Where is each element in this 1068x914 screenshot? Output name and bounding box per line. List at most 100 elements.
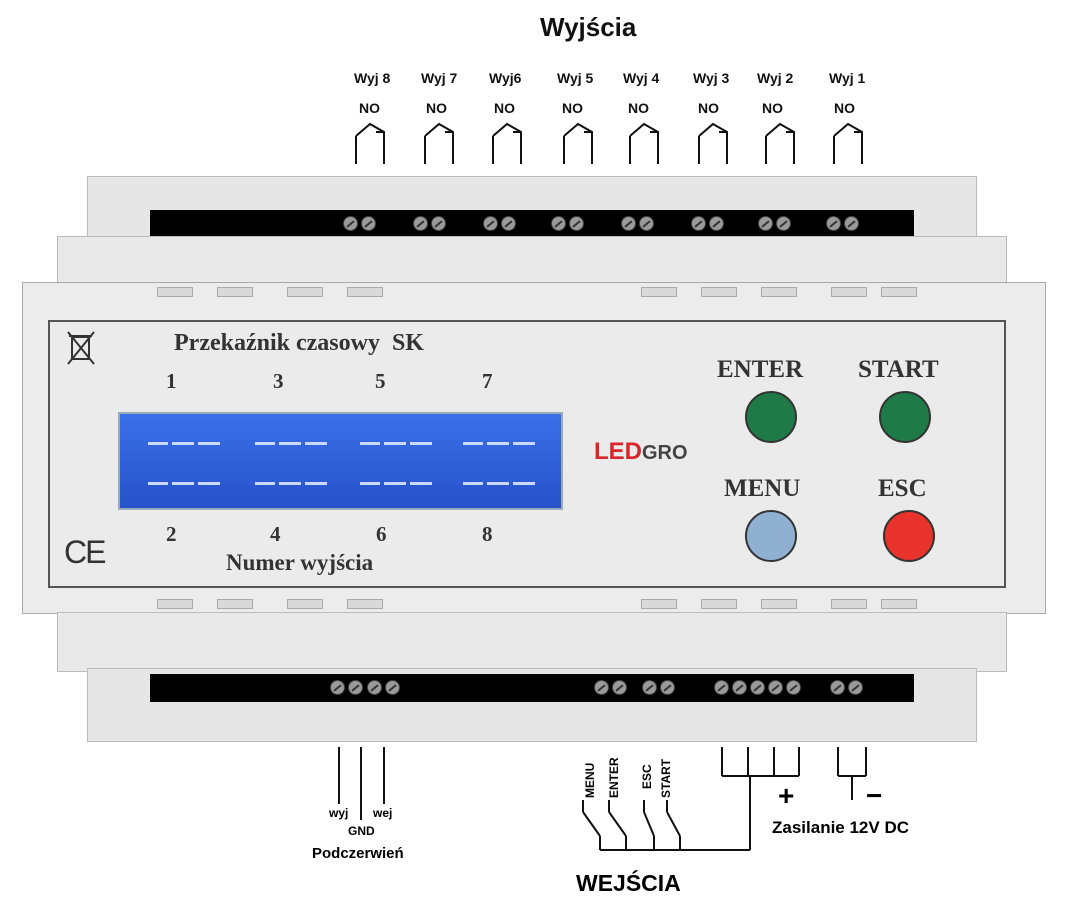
housing-slot: [347, 599, 383, 609]
brand-gro: GRO: [642, 442, 688, 464]
menu-button[interactable]: [745, 510, 797, 562]
terminal-screw: [501, 216, 516, 231]
housing-slot: [641, 287, 677, 297]
relay-contact: [563, 122, 593, 164]
terminal-screw: [750, 680, 765, 695]
housing-slot: [761, 599, 797, 609]
housing-slot: [881, 599, 917, 609]
terminal-screw: [758, 216, 773, 231]
terminal-screw: [844, 216, 859, 231]
terminal-screw: [594, 680, 609, 695]
terminal-screw: [385, 680, 400, 695]
output-label: Wyj 1: [829, 70, 866, 86]
housing-slot: [831, 599, 867, 609]
lcd-segment: [148, 442, 168, 445]
lcd-segment: [384, 482, 406, 485]
lcd-segment: [255, 482, 275, 485]
output-number: 3: [273, 369, 284, 393]
housing-slot: [831, 287, 867, 297]
inputs-title: WEJŚCIA: [576, 870, 681, 896]
input-label-esc: ESC: [640, 764, 654, 789]
lcd-segment: [463, 482, 483, 485]
output-state: NO: [359, 100, 380, 116]
lcd-segment: [513, 482, 535, 485]
lcd-segment: [279, 442, 301, 445]
terminal-screw: [768, 680, 783, 695]
terminal-screw: [714, 680, 729, 695]
lcd-segment: [279, 482, 301, 485]
ir-gnd-label: GND: [348, 824, 375, 838]
output-state: NO: [426, 100, 447, 116]
enter-button[interactable]: [745, 391, 797, 443]
device-title: Przekaźnik czasowy SK: [174, 330, 424, 356]
housing-slot: [157, 599, 193, 609]
relay-contact: [629, 122, 659, 164]
ce-mark: CE: [64, 534, 106, 570]
input-label-start: START: [659, 758, 673, 798]
lcd-segment: [305, 442, 327, 445]
brand-led: LED: [594, 438, 642, 465]
upper-terminal-strip: [150, 210, 914, 238]
output-number: 1: [166, 369, 177, 393]
lcd-segment: [487, 482, 509, 485]
middle-body: [57, 236, 1007, 290]
lcd-segment: [148, 482, 168, 485]
lcd-segment: [255, 442, 275, 445]
output-number: 2: [166, 522, 177, 546]
lcd-segment: [360, 442, 380, 445]
minus-sign: −: [866, 780, 883, 811]
terminal-screw: [621, 216, 636, 231]
terminal-screw: [660, 680, 675, 695]
output-number: 6: [376, 522, 387, 546]
relay-contact: [492, 122, 522, 164]
output-number: 5: [375, 369, 386, 393]
output-state: NO: [628, 100, 649, 116]
terminal-screw: [343, 216, 358, 231]
housing-slot: [641, 599, 677, 609]
terminal-screw: [642, 680, 657, 695]
housing-slot: [701, 287, 737, 297]
lcd-segment: [198, 442, 220, 445]
output-number: 8: [482, 522, 493, 546]
esc-button[interactable]: [883, 510, 935, 562]
terminal-screw: [431, 216, 446, 231]
lcd-segment: [360, 482, 380, 485]
output-label: Wyj 2: [757, 70, 794, 86]
ir-title: Podczerwień: [312, 845, 404, 862]
relay-contacts: [355, 122, 863, 164]
ir-wej-label: wej: [373, 806, 393, 820]
lcd-segment: [305, 482, 327, 485]
lcd-segment: [410, 482, 432, 485]
terminal-screw: [483, 216, 498, 231]
power-label: Zasilanie 12V DC: [772, 818, 910, 837]
input-label-menu: MENU: [583, 762, 597, 798]
lcd-segment: [198, 482, 220, 485]
housing-slot: [701, 599, 737, 609]
lcd-segment: [172, 482, 194, 485]
plus-sign: +: [778, 780, 795, 811]
output-label: Wyj 7: [421, 70, 458, 86]
terminal-screw: [830, 680, 845, 695]
lcd-display: [118, 412, 563, 510]
start-button[interactable]: [879, 391, 931, 443]
output-state: NO: [834, 100, 855, 116]
terminal-screw: [413, 216, 428, 231]
relay-contact: [698, 122, 728, 164]
housing-slot: [347, 287, 383, 297]
ir-wyj-label: wyj: [329, 806, 349, 820]
lower-middle-body: [57, 612, 1007, 672]
relay-contact: [355, 122, 385, 164]
housing-slot: [217, 287, 253, 297]
terminal-screw: [848, 680, 863, 695]
housing-slot: [157, 287, 193, 297]
housing-slot: [881, 287, 917, 297]
housing-slot: [761, 287, 797, 297]
lcd-segment: [172, 442, 194, 445]
output-state: NO: [698, 100, 719, 116]
terminal-screw: [732, 680, 747, 695]
esc-label: ESC: [878, 475, 927, 502]
lcd-segment: [513, 442, 535, 445]
housing-slot: [217, 599, 253, 609]
relay-contact: [833, 122, 863, 164]
terminal-screw: [709, 216, 724, 231]
